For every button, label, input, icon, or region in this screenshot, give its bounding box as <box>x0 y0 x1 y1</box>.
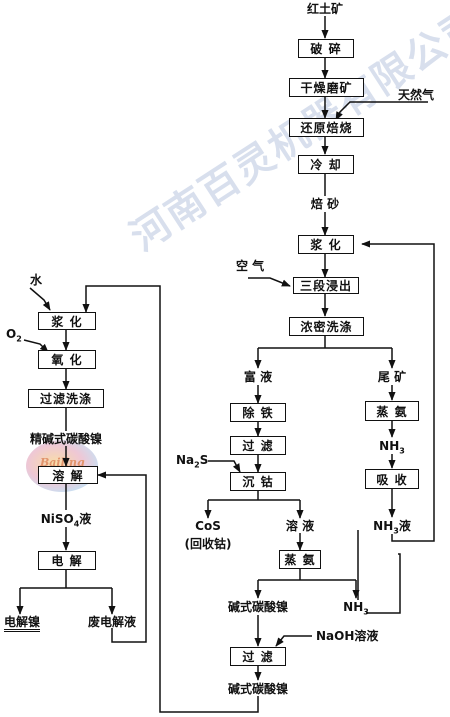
label-nh3-a: NH3 <box>379 439 405 456</box>
box-ganzao: 干燥磨矿 <box>289 78 364 97</box>
label-beisha: 焙 砂 <box>310 197 340 211</box>
label-hongtukuang: 红土矿 <box>306 2 344 16</box>
label-kongqi: 空 气 <box>236 259 265 273</box>
label-niso4: NiSO4液 <box>40 512 92 529</box>
label-weikuang: 尾 矿 <box>377 370 407 384</box>
box-dianjie: 电 解 <box>38 551 96 570</box>
box-jinchu: 三段浸出 <box>293 277 359 294</box>
logo-text: Bailing <box>40 456 85 469</box>
box-chengu: 沉 钴 <box>230 472 286 491</box>
label-rongye: 溶 液 <box>285 519 315 533</box>
box-xishou: 吸 收 <box>365 469 419 489</box>
box-lengque: 冷 却 <box>298 155 354 174</box>
label-fuye: 富 液 <box>243 370 273 384</box>
label-naoh: NaOH溶液 <box>316 629 379 643</box>
box-guolv-1: 过 滤 <box>230 436 286 455</box>
box-rongjie: 溶 解 <box>38 466 98 484</box>
label-tianranqi: 天然气 <box>398 88 435 102</box>
box-chutie: 除 铁 <box>230 403 286 422</box>
label-dianjienie: 电解镍 <box>3 615 41 632</box>
box-yanghua: 氧 化 <box>38 350 96 369</box>
label-na2s: Na2S <box>176 453 209 470</box>
label-cos: CoS <box>195 519 221 533</box>
label-shui: 水 <box>30 273 43 287</box>
label-nh3-b: NH3 <box>343 600 369 617</box>
box-guolv-2: 过 滤 <box>230 647 286 666</box>
label-o2: O2 <box>6 327 22 344</box>
box-huanyuan: 还原焙烧 <box>289 118 364 137</box>
label-jianshi-1: 碱式碳酸镍 <box>227 600 289 614</box>
box-jianghua-left: 浆 化 <box>38 312 96 330</box>
label-jingjianshi: 精碱式碳酸镍 <box>29 432 103 446</box>
box-guolvxidi: 过滤洗涤 <box>28 389 104 408</box>
label-jianshi-2: 碱式碳酸镍 <box>227 682 289 696</box>
label-nh3-solution: NH3液 <box>373 519 411 536</box>
label-huishougu: (回收钴) <box>184 537 232 551</box>
box-jianghua-right: 浆 化 <box>298 235 354 254</box>
box-nongmi: 浓密洗涤 <box>289 317 364 336</box>
box-zhengan-1: 蒸 氨 <box>365 401 419 421</box>
label-feidianjieye: 废电解液 <box>87 615 137 629</box>
box-posui: 破 碎 <box>298 39 354 58</box>
box-zhengan-2: 蒸 氨 <box>279 550 321 569</box>
